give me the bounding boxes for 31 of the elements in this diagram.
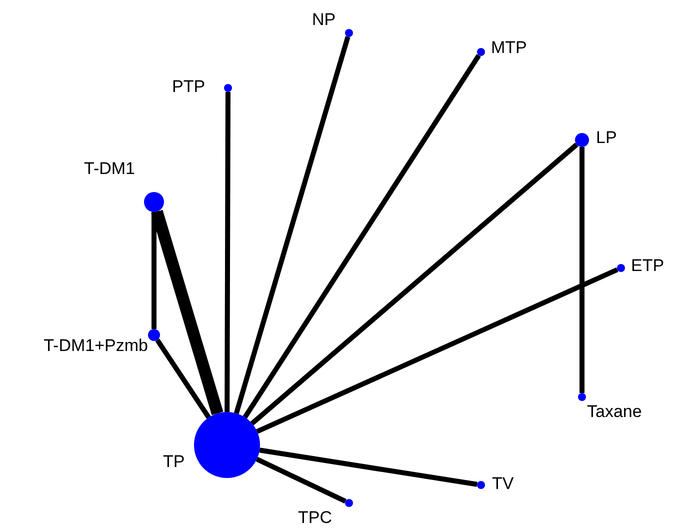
node-label: Taxane bbox=[587, 402, 642, 422]
node-label: TV bbox=[492, 474, 514, 494]
node-label: ETP bbox=[631, 256, 664, 276]
network-node bbox=[224, 84, 232, 92]
network-node bbox=[578, 393, 586, 401]
network-node bbox=[477, 48, 485, 56]
connector-line bbox=[256, 267, 618, 434]
node-label: MTP bbox=[491, 38, 527, 58]
network-node bbox=[144, 192, 164, 212]
network-node bbox=[575, 133, 589, 147]
node-label: TPC bbox=[298, 508, 332, 528]
network-node bbox=[345, 499, 353, 507]
network-node bbox=[345, 29, 353, 37]
connector-line bbox=[250, 142, 578, 426]
connector-line bbox=[259, 448, 478, 487]
connector-line bbox=[256, 456, 346, 504]
connector-line bbox=[224, 92, 230, 412]
connector-line bbox=[152, 212, 156, 329]
node-label: LP bbox=[596, 128, 617, 148]
network-node bbox=[477, 481, 485, 489]
connector-line bbox=[155, 338, 211, 419]
node-label: TP bbox=[163, 452, 185, 472]
network-node bbox=[617, 264, 625, 272]
node-label: T-DM1 bbox=[84, 159, 135, 179]
connector-line bbox=[234, 36, 350, 414]
node-label: T-DM1+Pzmb bbox=[44, 336, 148, 356]
connector-line bbox=[580, 147, 584, 393]
connector-line bbox=[242, 54, 481, 419]
node-label: PTP bbox=[172, 77, 206, 97]
node-label: NP bbox=[312, 10, 336, 30]
network-node bbox=[148, 329, 160, 341]
